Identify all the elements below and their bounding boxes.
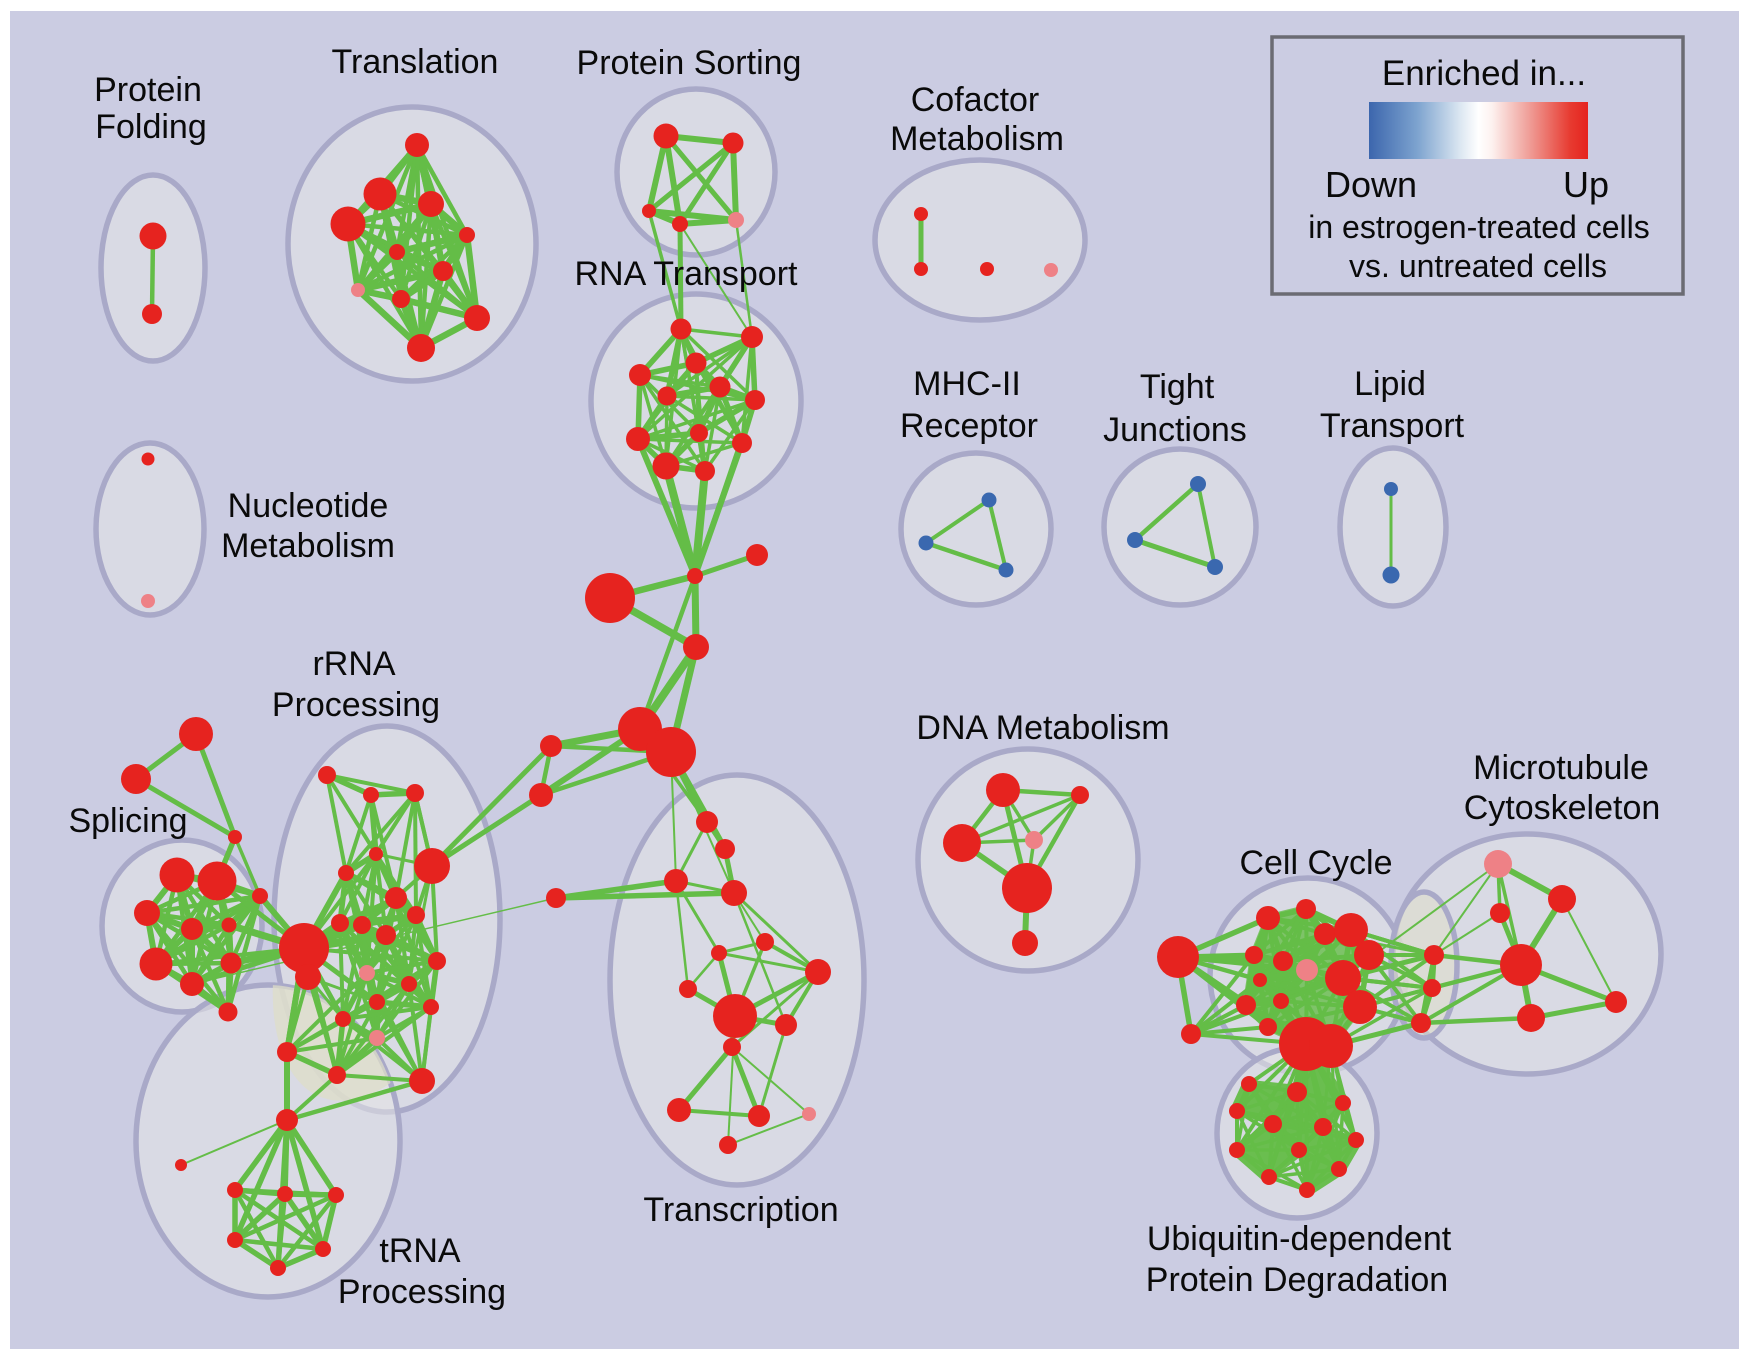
svg-text:in estrogen-treated cells: in estrogen-treated cells [1308,209,1650,245]
svg-text:MHC-II: MHC-II [913,365,1021,403]
svg-text:Metabolism: Metabolism [890,120,1064,158]
svg-text:Receptor: Receptor [900,407,1038,445]
svg-text:Splicing: Splicing [68,802,187,840]
svg-text:Tight: Tight [1140,368,1215,406]
svg-text:Nucleotide: Nucleotide [228,487,389,525]
svg-text:tRNA: tRNA [379,1232,461,1270]
svg-text:Transcription: Transcription [643,1191,838,1229]
svg-text:Protein: Protein [94,71,202,109]
svg-text:Processing: Processing [338,1273,506,1311]
svg-text:Transport: Transport [1320,407,1465,445]
svg-text:Lipid: Lipid [1354,365,1426,403]
svg-text:Down: Down [1325,164,1417,205]
svg-text:Junctions: Junctions [1103,411,1247,449]
svg-text:vs. untreated cells: vs. untreated cells [1349,248,1607,284]
svg-text:Protein Sorting: Protein Sorting [577,44,802,82]
svg-text:rRNA: rRNA [312,645,395,683]
svg-text:Cofactor: Cofactor [911,81,1040,119]
svg-text:Folding: Folding [95,108,207,146]
svg-text:Enriched in...: Enriched in... [1382,54,1586,93]
svg-text:Metabolism: Metabolism [221,527,395,565]
svg-text:DNA Metabolism: DNA Metabolism [916,709,1169,747]
svg-text:Cell Cycle: Cell Cycle [1239,844,1392,882]
svg-text:Microtubule: Microtubule [1473,749,1649,787]
svg-text:Cytoskeleton: Cytoskeleton [1464,789,1661,827]
svg-text:Translation: Translation [332,43,499,81]
svg-text:Protein Degradation: Protein Degradation [1146,1261,1448,1299]
svg-text:RNA Transport: RNA Transport [575,255,799,293]
svg-text:Ubiquitin-dependent: Ubiquitin-dependent [1147,1220,1452,1258]
svg-text:Up: Up [1563,164,1609,205]
svg-text:Processing: Processing [272,686,440,724]
